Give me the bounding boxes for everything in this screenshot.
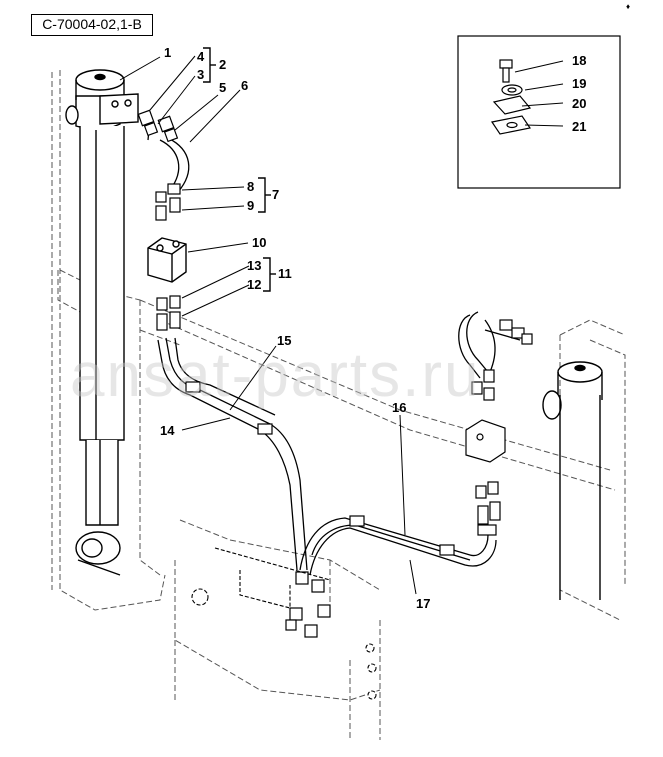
right-lift-cylinder	[542, 361, 603, 600]
drawing-reference-label: C-70004-02,1-B	[31, 14, 153, 36]
callout-7: 7	[272, 187, 279, 202]
callout-21: 21	[572, 119, 586, 134]
callout-2: 2	[219, 57, 226, 72]
callout-labels: 1 2 3 4 5 6 7 8 9 10 11 12 13 14 15 16 1…	[160, 45, 586, 611]
callout-9: 9	[247, 198, 254, 213]
callout-20: 20	[572, 96, 586, 111]
callout-10: 10	[252, 235, 266, 250]
hardware-inset	[457, 35, 621, 189]
callout-6: 6	[241, 78, 248, 93]
callout-14: 14	[160, 423, 175, 438]
left-lift-cylinder	[65, 69, 139, 576]
callout-5: 5	[219, 80, 226, 95]
group-brackets	[203, 47, 276, 292]
callout-16: 16	[392, 400, 406, 415]
corner-mark: ♦	[626, 2, 631, 11]
callout-4: 4	[197, 49, 205, 64]
fittings	[137, 109, 533, 638]
valve-block-left	[147, 237, 187, 283]
lower-body	[191, 547, 377, 700]
callout-3: 3	[197, 67, 204, 82]
leader-lines	[119, 55, 564, 595]
callout-13: 13	[247, 258, 261, 273]
callout-1: 1	[164, 45, 171, 60]
callout-12: 12	[247, 277, 261, 292]
callout-11: 11	[278, 266, 292, 281]
callout-8: 8	[247, 179, 254, 194]
callout-17: 17	[416, 596, 430, 611]
callout-18: 18	[572, 53, 586, 68]
callout-15: 15	[277, 333, 291, 348]
frame-outline	[51, 70, 626, 740]
callout-19: 19	[572, 76, 586, 91]
